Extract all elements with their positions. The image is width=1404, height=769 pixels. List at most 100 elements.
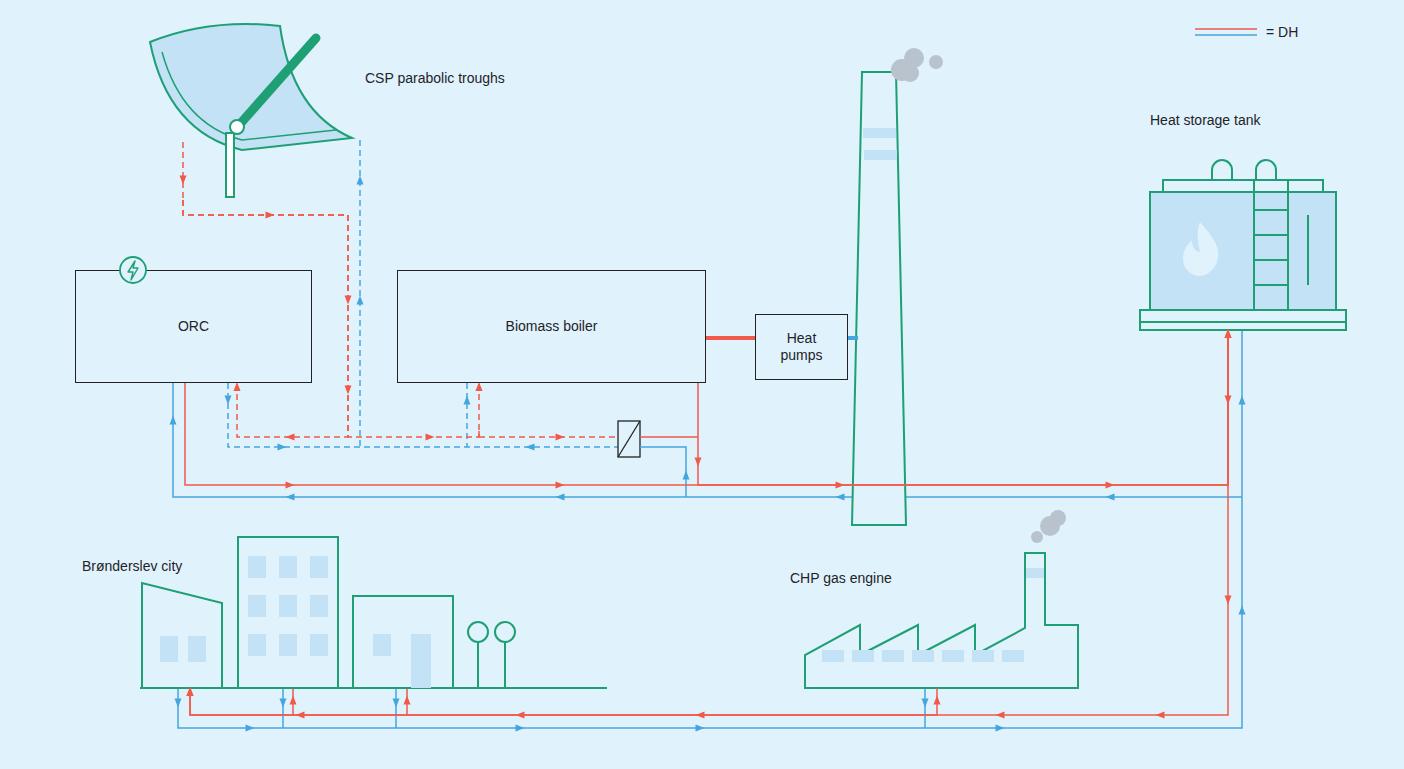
storage-tank (1140, 160, 1346, 330)
city-buildings (248, 634, 266, 656)
flow-arrows (225, 396, 232, 405)
solar-circuit (359, 140, 361, 447)
chimney (864, 150, 897, 160)
city-buildings (160, 556, 431, 688)
city-buildings (504, 642, 506, 688)
flow-arrows (683, 471, 690, 480)
flow-arrows (526, 444, 535, 451)
city-buildings (248, 556, 266, 578)
legend: = DH (1194, 24, 1298, 40)
label-holder: CSP parabolic troughs (365, 70, 505, 88)
dh-pipe (706, 336, 755, 340)
flow-arrows (180, 176, 187, 185)
flow-arrows (1239, 396, 1246, 405)
parabolic-trough (240, 38, 316, 124)
csp-trough: CSP parabolic troughs (150, 18, 530, 200)
flow-arrows (278, 444, 287, 451)
dh-pipes (293, 688, 407, 715)
flow-arrows (556, 434, 565, 441)
city-buildings (279, 595, 297, 617)
flow-arrows (280, 699, 287, 708)
storage-tank (1163, 180, 1323, 192)
storage-tank (1150, 192, 1336, 310)
parabolic-trough (230, 120, 244, 134)
storage-tank (1140, 310, 1346, 322)
dh-pipes (178, 330, 1242, 728)
dh-pipes (173, 330, 1242, 728)
dh-pipes (173, 383, 1242, 497)
chp-factory (1026, 568, 1044, 578)
smoke (929, 55, 943, 69)
process-box: Biomass boiler (397, 270, 706, 383)
node-label: CHP gas engine (790, 570, 892, 588)
storage-tank (1256, 160, 1276, 180)
smoke (1050, 510, 1066, 526)
flow-arrows (556, 494, 565, 501)
chp-factory (972, 650, 994, 662)
process-box: ORC (75, 270, 312, 383)
city-buildings (310, 595, 328, 617)
chp-factory (1002, 650, 1024, 662)
city-buildings (310, 634, 328, 656)
node-label: Heat pumps (771, 330, 833, 365)
chimney (863, 128, 896, 138)
chp-factory (805, 687, 1078, 689)
chimney (852, 72, 906, 525)
node-label: ORC (178, 318, 209, 336)
node-label: Biomass boiler (506, 318, 598, 336)
flow-arrows (922, 699, 929, 708)
city-buildings (495, 622, 515, 642)
parabolic-trough (226, 133, 234, 197)
flow-arrows (996, 725, 1005, 732)
flow-arrows (1239, 606, 1246, 615)
parabolic-trough (150, 24, 352, 197)
power-icon (128, 261, 138, 280)
chp-factory (912, 650, 934, 662)
flow-arrows (170, 176, 1246, 732)
dh-pipe (190, 688, 937, 715)
flow-arrows (170, 176, 1246, 732)
flow-arrows (1106, 494, 1115, 501)
smoke (901, 64, 919, 82)
city-buildings (140, 537, 607, 688)
solar-circuit (479, 436, 618, 438)
chimney (848, 336, 858, 340)
solar-circuit (183, 140, 618, 447)
heat-exchanger (618, 421, 640, 457)
flow-arrows (393, 699, 400, 708)
flow-arrows (175, 699, 182, 708)
city-buildings (238, 537, 338, 688)
flow-arrows (246, 725, 255, 732)
solar-circuit (182, 142, 184, 200)
storage-tank (1254, 180, 1288, 310)
city-buildings (477, 642, 479, 688)
flow-arrows (836, 494, 845, 501)
smoke (1031, 531, 1043, 543)
label-holder: CHP gas engine (790, 570, 892, 588)
city-buildings (373, 634, 391, 656)
label-holder: Brønderslev city (82, 558, 182, 576)
storage-tank (1307, 215, 1309, 285)
city-buildings (353, 596, 453, 688)
chp-factory (822, 650, 844, 662)
chp-factory (852, 650, 874, 662)
dh-pipe (185, 330, 1228, 485)
legend-line-sample (1195, 34, 1257, 36)
flow-arrows (286, 494, 295, 501)
flow-arrows (516, 725, 525, 732)
legend-line-sample (1194, 25, 1258, 39)
city-buildings (142, 583, 222, 688)
city-buildings (160, 636, 178, 662)
flow-arrows (290, 696, 297, 705)
flow-arrows (696, 725, 705, 732)
flow-arrows (357, 296, 364, 305)
city-buildings (310, 556, 328, 578)
dh-pipes (283, 688, 925, 728)
node-label: Heat storage tank (1150, 112, 1261, 130)
power-icon (120, 257, 146, 283)
parabolic-trough (162, 52, 336, 140)
flow-arrows (180, 176, 1232, 719)
dh-pipe (190, 330, 1228, 715)
dh-pipes (640, 447, 686, 497)
